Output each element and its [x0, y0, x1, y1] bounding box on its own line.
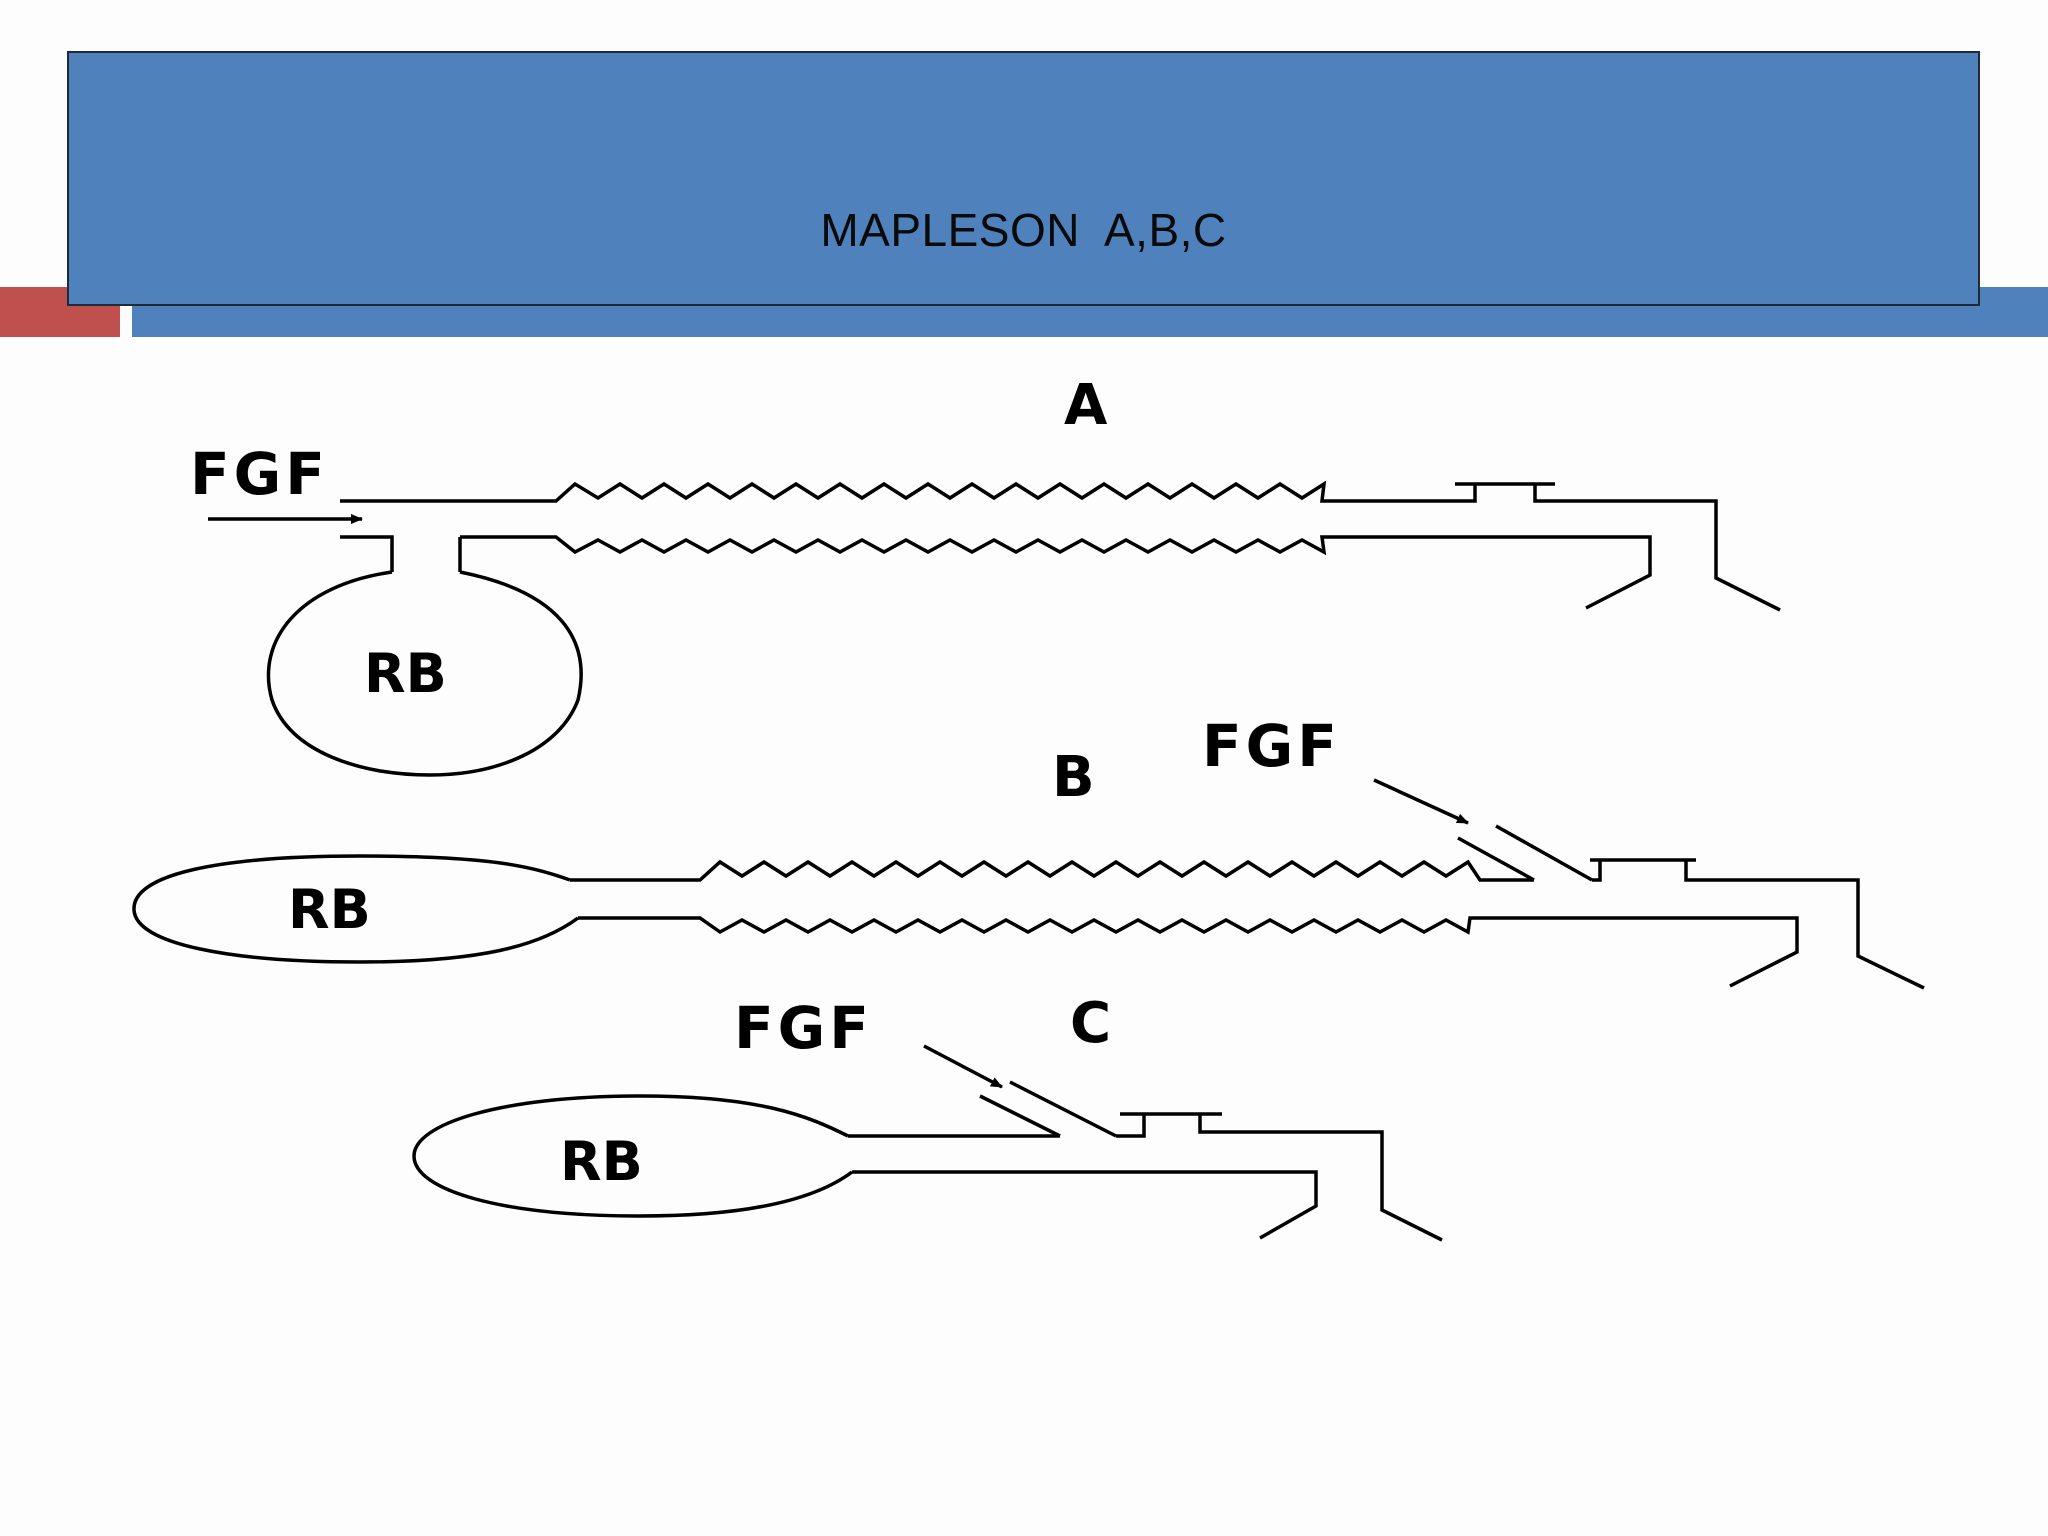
circuit-c-inlet-right — [1009, 1080, 1117, 1138]
circuit-b-label: B — [1052, 745, 1095, 810]
circuit-c: C FGF RB — [412, 991, 1443, 1242]
circuit-a: A FGF RB — [190, 373, 1781, 777]
circuit-c-fgf-label: FGF — [734, 994, 873, 1062]
circuit-a-bag-neck-left — [340, 535, 394, 572]
circuit-c-bag-label: RB — [560, 1130, 643, 1193]
circuit-b-tube-bottom — [578, 916, 1799, 988]
circuit-b-inlet-left — [1457, 836, 1535, 882]
circuit-c-label: C — [1070, 991, 1111, 1056]
circuit-a-bag-label: RB — [364, 642, 447, 705]
circuit-c-reservoir-bag — [412, 1094, 854, 1218]
slide-title: MAPLESON A,B,C — [820, 204, 1227, 256]
circuit-b-reservoir-bag — [132, 854, 580, 964]
circuit-b-inlet-right — [1495, 824, 1593, 882]
circuit-c-fgf-arrow — [923, 1044, 1003, 1089]
circuit-a-reservoir-bag — [266, 570, 583, 777]
circuit-a-label: A — [1064, 373, 1108, 438]
circuit-c-inlet-left — [979, 1094, 1061, 1138]
circuit-c-tube-top-patient — [1116, 1112, 1443, 1242]
circuit-b-fgf-arrow — [1373, 778, 1469, 825]
circuit-b: B FGF RB — [132, 712, 1925, 990]
circuit-a-tube-top — [340, 480, 1781, 612]
circuit-b-tube-top — [570, 859, 1534, 882]
circuit-a-tube-bottom — [460, 535, 1652, 610]
circuit-b-tube-top-patient — [1590, 858, 1925, 990]
circuit-b-fgf-label: FGF — [1202, 712, 1341, 780]
circuit-a-fgf-label: FGF — [190, 440, 329, 508]
title-banner: MAPLESON A,B,C — [67, 51, 1980, 306]
circuit-b-bag-label: RB — [288, 878, 371, 941]
circuit-c-tube-bottom — [852, 1170, 1318, 1240]
